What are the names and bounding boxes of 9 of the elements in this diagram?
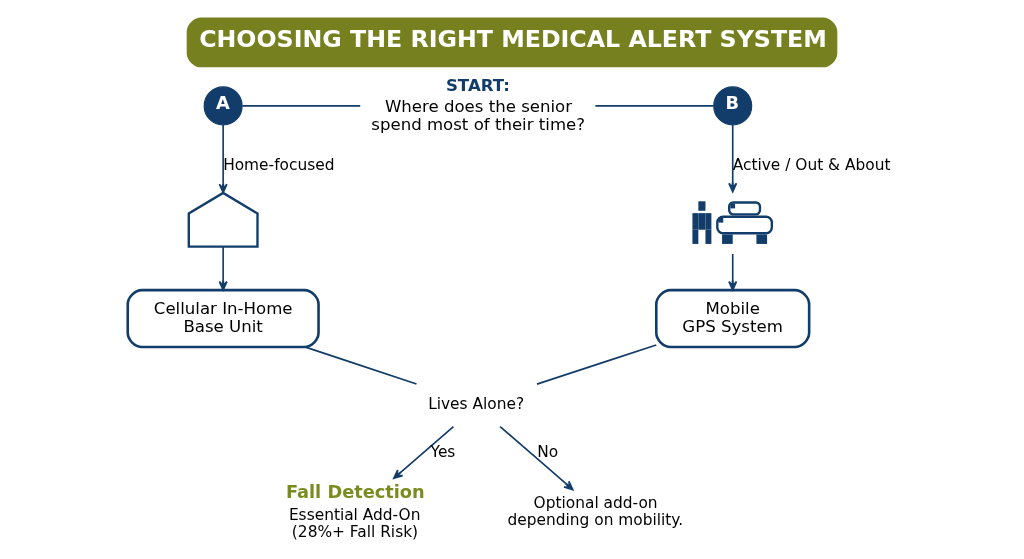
edge-label: Active / Out & About <box>732 155 891 174</box>
node-text: Fall Detection Essential Add-On (28%+ Fall Risk) <box>285 482 425 541</box>
edge-label: Yes <box>430 442 456 461</box>
edge-label: Home-focused <box>223 155 335 174</box>
node-text: START: Where does the senior spend most of their time? <box>371 75 586 134</box>
diagram-title: CHOOSING THE RIGHT MEDICAL ALERT SYSTEM <box>199 25 827 54</box>
node-text: Lives Alone? <box>428 395 525 414</box>
edge-label: No <box>537 442 559 461</box>
node-text: Optional add-on depending on mobility. <box>507 494 684 529</box>
